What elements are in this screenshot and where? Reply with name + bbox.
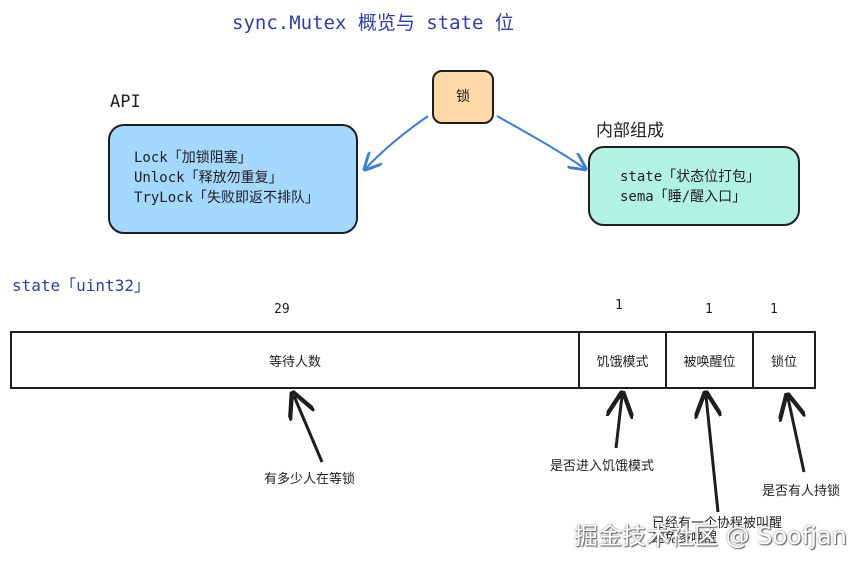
segment-starving-label: 饥饿模式 bbox=[596, 354, 649, 370]
api-box: Lock「加锁阻塞」 Unlock「释放勿重复」 TryLock「失败即返不排队… bbox=[108, 124, 358, 234]
arrow-locked bbox=[788, 398, 804, 473]
api-heading: API bbox=[110, 92, 141, 112]
bits-waiters: 29 bbox=[274, 302, 290, 317]
internal-item-state: state「状态位打包」 bbox=[620, 169, 761, 185]
lock-node: 锁 bbox=[432, 70, 494, 124]
state-label: state「uint32」 bbox=[12, 276, 150, 295]
arrow-waiters bbox=[294, 396, 324, 463]
segment-starving: 饥饿模式 bbox=[578, 333, 665, 387]
watermark: 掘金技术社区 @ Soofjan bbox=[574, 522, 847, 550]
note-starving: 是否进入饥饿模式 bbox=[550, 459, 655, 474]
bits-locked: 1 bbox=[770, 302, 778, 317]
segment-locked: 锁位 bbox=[752, 333, 814, 387]
arrow-woken bbox=[706, 396, 718, 513]
internal-box: state「状态位打包」 sema「睡/醒入口」 bbox=[588, 146, 800, 226]
state-bit-layout: 等待人数 饥饿模式 被唤醒位 锁位 bbox=[10, 331, 816, 389]
arrow-lock-to-internal bbox=[496, 115, 584, 168]
segment-woken-label: 被唤醒位 bbox=[683, 354, 736, 370]
bits-starving: 1 bbox=[615, 298, 623, 313]
arrow-starving bbox=[616, 396, 622, 449]
arrow-lock-to-api bbox=[366, 115, 429, 168]
bits-woken: 1 bbox=[705, 302, 713, 317]
api-item-unlock: Unlock「释放勿重复」 bbox=[134, 170, 283, 186]
note-waiters: 有多少人在等锁 bbox=[264, 472, 356, 487]
lock-node-label: 锁 bbox=[456, 89, 470, 105]
segment-locked-label: 锁位 bbox=[770, 354, 797, 370]
segment-waiters-label: 等待人数 bbox=[268, 354, 321, 370]
diagram-title: sync.Mutex 概览与 state 位 bbox=[232, 12, 514, 34]
api-item-trylock: TryLock「失败即返不排队」 bbox=[134, 190, 320, 206]
api-item-lock: Lock「加锁阻塞」 bbox=[134, 150, 252, 166]
note-locked: 是否有人持锁 bbox=[762, 484, 841, 499]
segment-woken: 被唤醒位 bbox=[665, 333, 752, 387]
segment-waiters: 等待人数 bbox=[12, 333, 578, 387]
internal-heading: 内部组成 bbox=[596, 121, 664, 141]
internal-item-sema: sema「睡/醒入口」 bbox=[620, 189, 747, 205]
note-woken: 已经有一个协程被叫醒 避免多唤醒 bbox=[652, 516, 783, 546]
